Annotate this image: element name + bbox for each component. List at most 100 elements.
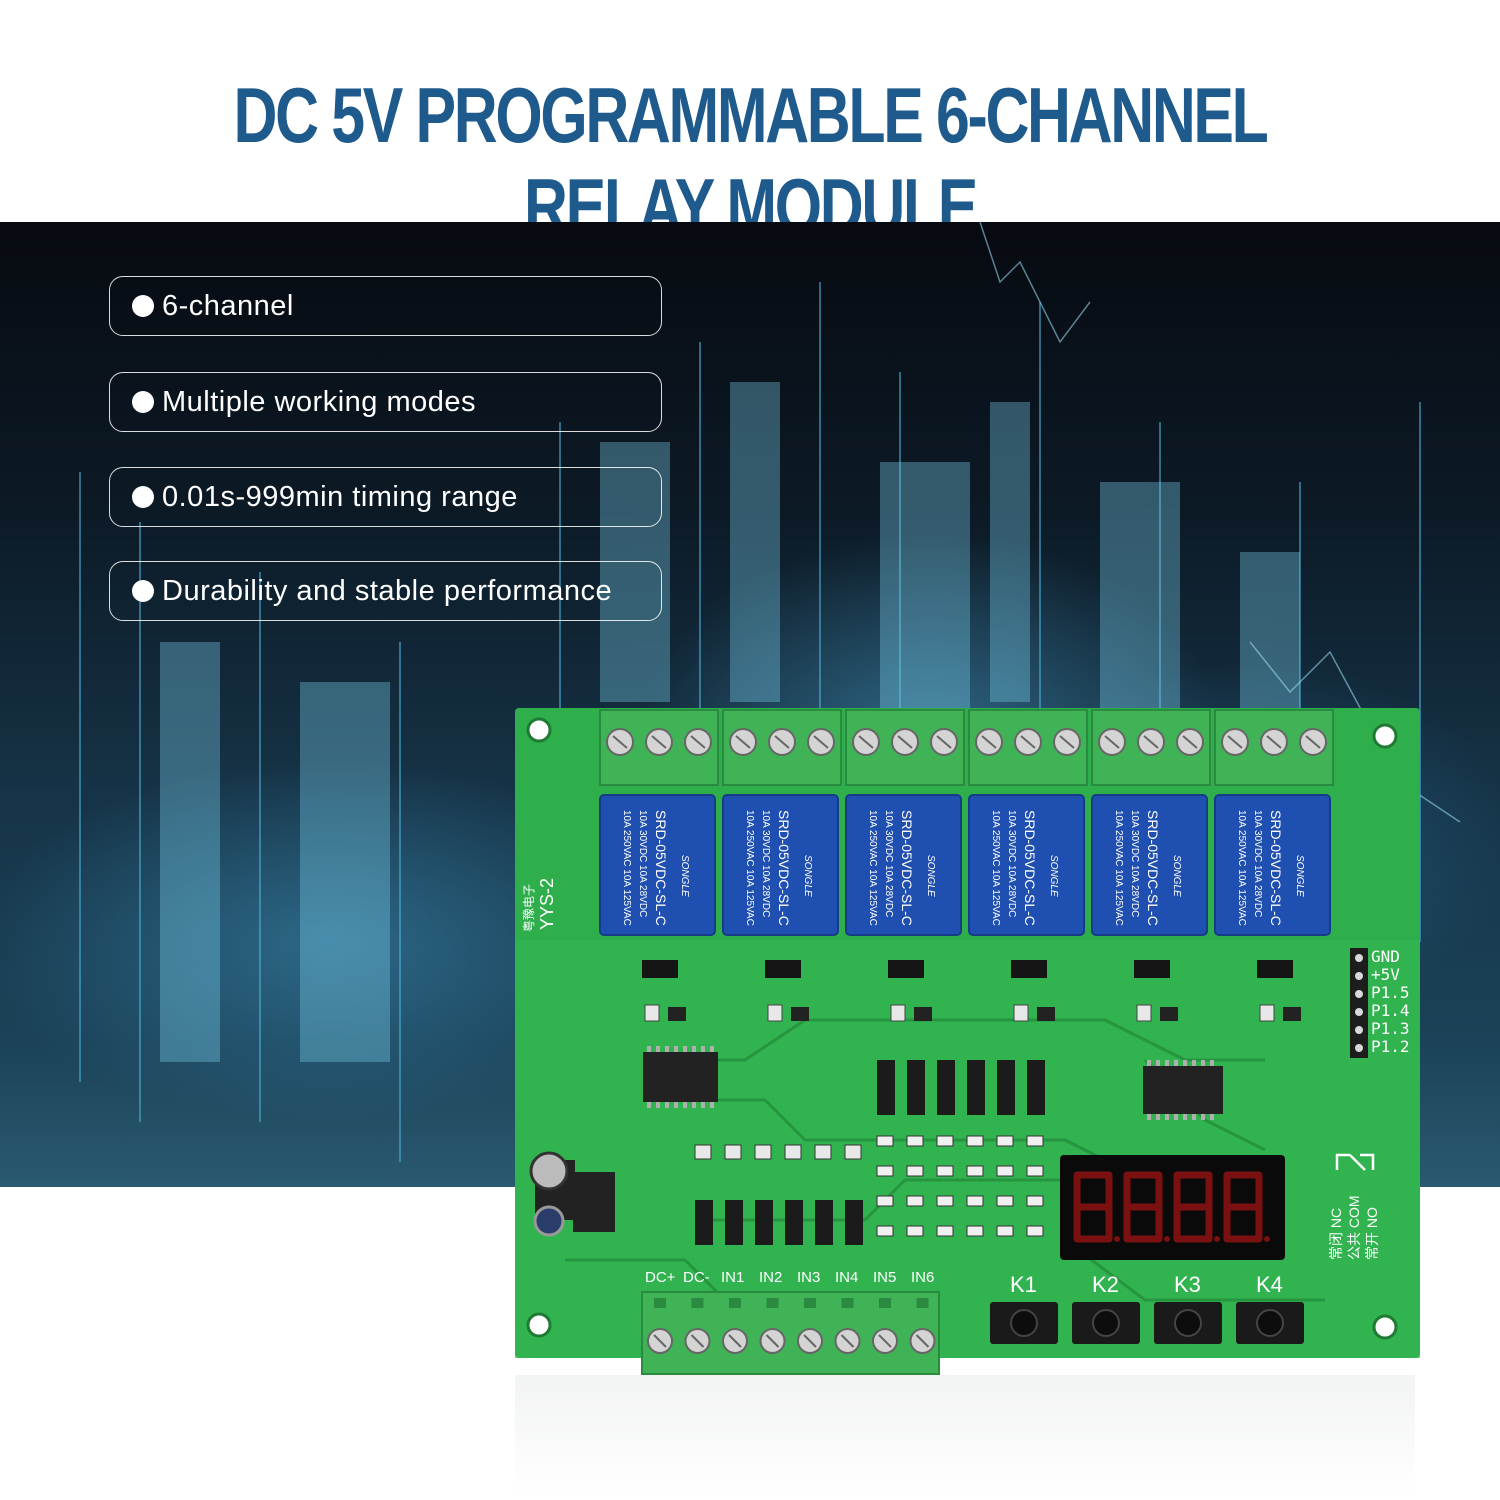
jumper: [1257, 960, 1293, 978]
smd-resistor: [936, 1195, 954, 1207]
key-label: K2: [1092, 1272, 1119, 1297]
led: [1136, 1004, 1152, 1022]
led: [644, 1004, 660, 1022]
transistor: [791, 1007, 809, 1021]
relay: [1214, 794, 1331, 936]
relay: [1091, 794, 1208, 936]
bullet-icon: [132, 486, 154, 508]
feature-label: 0.01s-999min timing range: [162, 480, 518, 513]
smd-resistor: [996, 1135, 1014, 1147]
relay-spec-text: SRD-05VDC-SL-C: [653, 810, 669, 926]
pin-label: P1.3: [1371, 1019, 1410, 1038]
relay-spec-text: 10A 250VAC 10A 125VAC: [1113, 810, 1124, 926]
smd-resistor: [1026, 1225, 1044, 1237]
transistor: [1160, 1007, 1178, 1021]
display-digit: [1073, 1171, 1113, 1243]
smd-resistor: [724, 1144, 742, 1160]
smd-resistor: [936, 1135, 954, 1147]
display-digit: [1123, 1171, 1163, 1243]
smd-resistor: [694, 1144, 712, 1160]
relay-spec-text: SRD-05VDC-SL-C: [776, 810, 792, 926]
board-reflection: [515, 1375, 1415, 1495]
smd-resistor: [844, 1144, 862, 1160]
push-button-k1[interactable]: K1: [990, 1272, 1058, 1344]
contact-label: 公共 COM: [1346, 1195, 1362, 1260]
bullet-icon: [132, 295, 154, 317]
relay-spec-text: 10A 250VAC 10A 125VAC: [867, 810, 878, 926]
optocoupler: [695, 1200, 713, 1245]
smd-resistor: [936, 1165, 954, 1177]
input-label: DC-: [683, 1269, 710, 1286]
pin-label: GND: [1371, 947, 1400, 966]
mounting-hole: [1372, 723, 1398, 749]
relay-brand-text: SONGLE: [1294, 855, 1305, 897]
feature-label: Durability and stable performance: [162, 574, 613, 607]
ic-chip: [1143, 1066, 1223, 1114]
ic-chip: [643, 1052, 718, 1102]
input-label: IN6: [911, 1269, 934, 1286]
optocoupler: [755, 1200, 773, 1245]
input-label: IN1: [721, 1269, 744, 1286]
board-model-label: YYS-2: [537, 878, 557, 930]
smd-resistor: [906, 1195, 924, 1207]
optocoupler: [725, 1200, 743, 1245]
page-title: DC 5V PROGRAMMABLE 6-CHANNEL RELAY MODUL…: [233, 71, 1268, 250]
feature-pill-4: Durability and stable performance: [109, 561, 662, 621]
pin-label: +5V: [1371, 965, 1400, 984]
smd-resistor: [1026, 1195, 1044, 1207]
optocoupler: [845, 1200, 863, 1245]
relay-brand-text: SONGLE: [679, 855, 690, 897]
relay-spec-text: SRD-05VDC-SL-C: [1268, 810, 1284, 926]
input-label: DC+: [645, 1269, 676, 1286]
feature-label: 6-channel: [162, 289, 294, 322]
relay: [845, 794, 962, 936]
key-label: K3: [1174, 1272, 1201, 1297]
push-button-k2[interactable]: K2: [1072, 1272, 1140, 1344]
relay-spec-text: SRD-05VDC-SL-C: [899, 810, 915, 926]
relay-module-photo: 10A 250VAC 10A 125VAC 10A 30VDC 10A 28VDC…: [505, 700, 1435, 1400]
feature-pill-3: 0.01s-999min timing range: [109, 467, 662, 527]
key-label: K4: [1256, 1272, 1283, 1297]
smd-resistor: [1026, 1135, 1044, 1147]
relay: [968, 794, 1085, 936]
smd-resistor: [906, 1225, 924, 1237]
mounting-hole: [1372, 1314, 1398, 1340]
smd-resistor: [814, 1144, 832, 1160]
smd-resistor: [754, 1144, 772, 1160]
regulator: [573, 1172, 615, 1232]
smd-resistor: [966, 1165, 984, 1177]
feature-pill-2: Multiple working modes: [109, 372, 662, 432]
smd-resistor: [996, 1195, 1014, 1207]
relay-spec-text: SRD-05VDC-SL-C: [1145, 810, 1161, 926]
transistor: [1037, 1007, 1055, 1021]
relay-contact-symbol: [1335, 1153, 1375, 1171]
optocoupler: [815, 1200, 833, 1245]
relay-spec-text: 10A 30VDC 10A 28VDC: [760, 810, 771, 917]
led: [767, 1004, 783, 1022]
smd-resistor: [906, 1165, 924, 1177]
relay-spec-text: 10A 30VDC 10A 28VDC: [1252, 810, 1263, 917]
relay-spec-text: 10A 250VAC 10A 125VAC: [621, 810, 632, 926]
led: [1259, 1004, 1275, 1022]
transistor: [668, 1007, 686, 1021]
push-button-k3[interactable]: K3: [1154, 1272, 1222, 1344]
smd-resistor: [996, 1165, 1014, 1177]
optocoupler: [907, 1060, 925, 1115]
relay-brand-text: SONGLE: [925, 855, 936, 897]
relay-spec-text: 10A 250VAC 10A 125VAC: [990, 810, 1001, 926]
mounting-hole: [526, 1312, 552, 1338]
smd-resistor: [1026, 1165, 1044, 1177]
push-button-k4[interactable]: K4: [1236, 1272, 1304, 1344]
relay-brand-text: SONGLE: [802, 855, 813, 897]
optocoupler: [997, 1060, 1015, 1115]
led: [890, 1004, 906, 1022]
relay-spec-text: 10A 30VDC 10A 28VDC: [883, 810, 894, 917]
input-label: IN5: [873, 1269, 896, 1286]
input-label: IN2: [759, 1269, 782, 1286]
relay-brand-text: SONGLE: [1171, 855, 1182, 897]
capacitor: [529, 1151, 569, 1191]
